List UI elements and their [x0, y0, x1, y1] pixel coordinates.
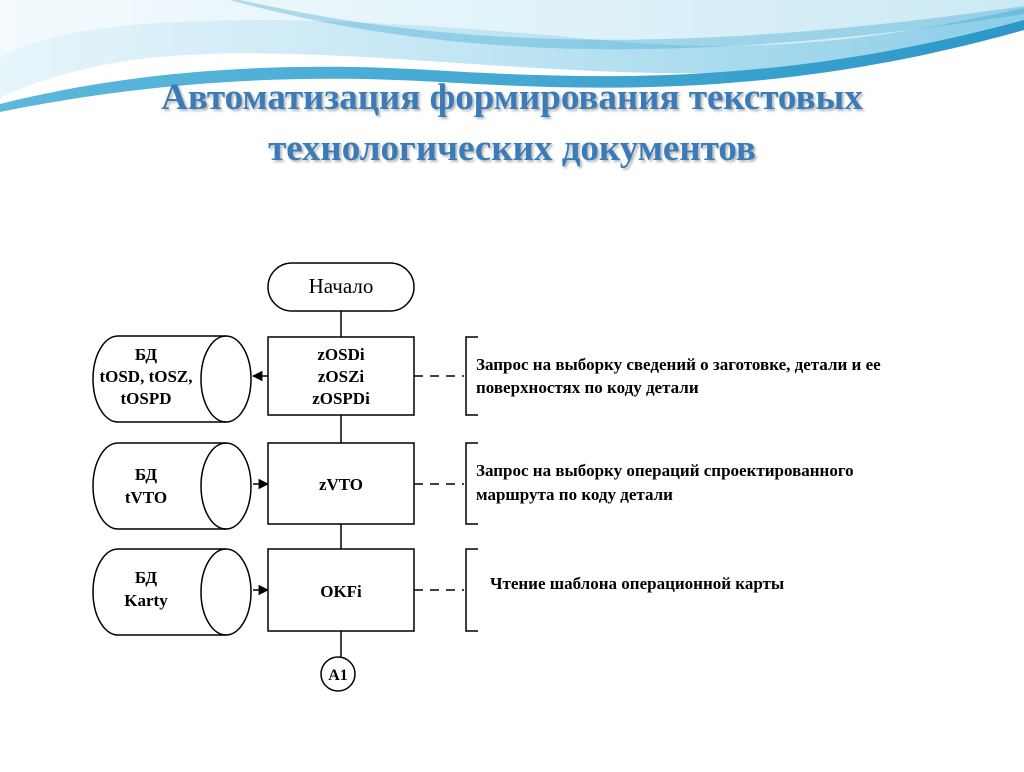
- slide-title-line-1: Автоматизация формирования текстовых: [161, 77, 863, 118]
- process-2-line-1: zVTO: [319, 475, 363, 494]
- step-1: БД tOSD, tOSZ, tOSPD zOSDi zOSZi zOSPDi …: [92, 335, 881, 423]
- comment-3: Чтение шаблона операционной карты: [414, 548, 784, 632]
- process-1-line-3: zOSPDi: [312, 389, 370, 408]
- comment-1: Запрос на выборку сведений о заготовке, …: [414, 336, 881, 416]
- process-3: OKFi: [267, 548, 415, 632]
- connector-a1: A1: [320, 656, 356, 692]
- start-label: Начало: [309, 274, 374, 298]
- comment-1-line-1: Запрос на выборку сведений о заготовке, …: [476, 355, 881, 374]
- database-3-line-2: Karty: [124, 591, 168, 610]
- connector-label: A1: [328, 667, 348, 684]
- comment-3-line-1: Чтение шаблона операционной карты: [490, 574, 784, 593]
- database-2-line-2: tVTO: [125, 488, 167, 507]
- database-3: БД Karty: [92, 548, 252, 636]
- step-2: БД tVTO zVTO Запрос на выборку операций …: [92, 442, 854, 530]
- database-1-line-1: БД: [135, 345, 158, 364]
- database-3-line-1: БД: [135, 568, 158, 587]
- process-1-line-2: zOSZi: [318, 367, 365, 386]
- database-1-line-3: tOSPD: [121, 389, 172, 408]
- process-2: zVTO: [267, 442, 415, 525]
- comment-2: Запрос на выборку операций спроектирован…: [414, 442, 854, 525]
- slide-title-line-2: технологических документов: [268, 128, 756, 169]
- comment-1-line-2: поверхностях по коду детали: [476, 378, 699, 397]
- comment-2-line-2: маршрута по коду детали: [476, 485, 673, 504]
- database-1: БД tOSD, tOSZ, tOSPD: [92, 335, 252, 423]
- header-waves: [0, 0, 1024, 112]
- process-3-line-1: OKFi: [320, 582, 362, 601]
- start-terminator: Начало: [267, 262, 415, 312]
- process-1: zOSDi zOSZi zOSPDi: [267, 336, 415, 416]
- database-2: БД tVTO: [92, 442, 252, 530]
- database-1-line-2: tOSD, tOSZ,: [99, 367, 192, 386]
- process-1-line-1: zOSDi: [317, 345, 365, 364]
- database-2-line-1: БД: [135, 465, 158, 484]
- comment-2-line-1: Запрос на выборку операций спроектирован…: [476, 461, 854, 480]
- step-3: БД Karty OKFi Чтение шаблона операционно…: [92, 548, 784, 636]
